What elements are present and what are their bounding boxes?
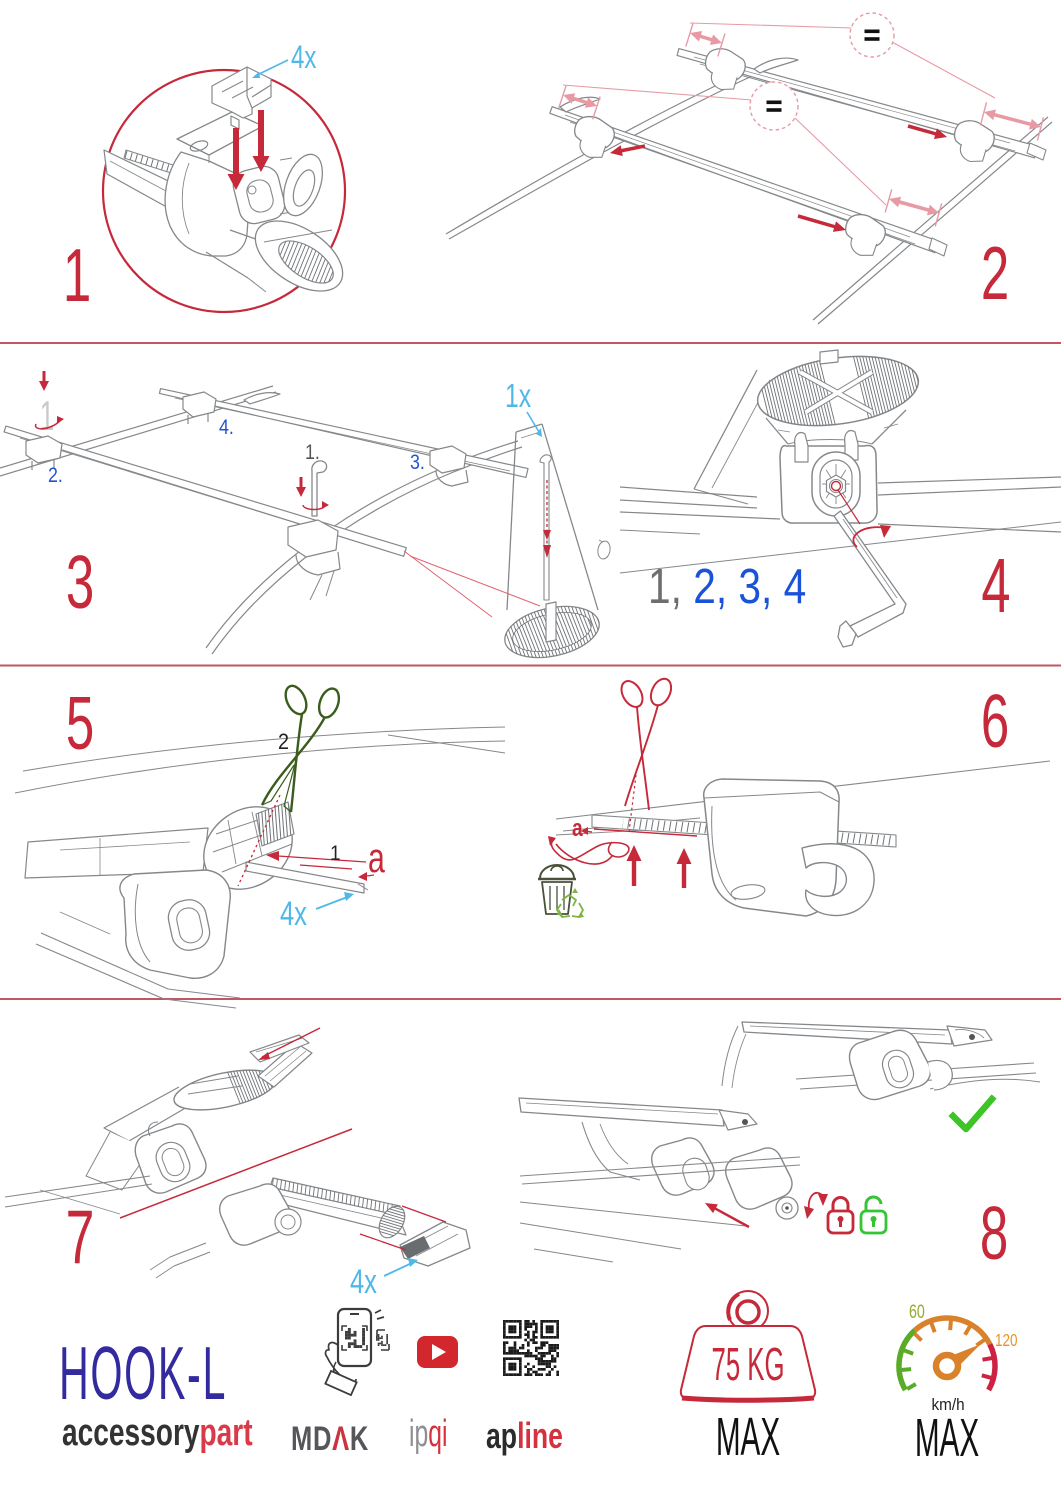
svg-text:apline: apline [486, 1415, 563, 1456]
svg-text:ipqi: ipqi [409, 1412, 447, 1455]
svg-text:5: 5 [66, 681, 94, 765]
svg-text:4.: 4. [219, 416, 234, 440]
svg-text:4x: 4x [291, 39, 316, 75]
svg-text:4x: 4x [350, 1264, 377, 1301]
svg-text:a: a [572, 814, 583, 842]
svg-text:2.: 2. [48, 464, 63, 488]
svg-text:1: 1 [330, 842, 341, 865]
svg-text:75 KG: 75 KG [711, 1338, 784, 1390]
svg-text:1.: 1. [305, 441, 320, 465]
svg-text:MAX: MAX [716, 1408, 780, 1467]
svg-text:8: 8 [980, 1191, 1008, 1275]
svg-text:6: 6 [981, 679, 1009, 763]
svg-text:120: 120 [995, 1331, 1018, 1350]
svg-text:HOOK-L: HOOK-L [59, 1331, 227, 1415]
svg-text:2: 2 [278, 730, 289, 754]
svg-text:3: 3 [66, 540, 94, 624]
svg-text:accessorypart: accessorypart [62, 1412, 253, 1454]
svg-text:4x: 4x [280, 896, 307, 933]
svg-text:60: 60 [909, 1301, 925, 1322]
svg-text:4: 4 [981, 542, 1010, 629]
svg-text:a: a [368, 834, 385, 881]
svg-text:1: 1 [40, 393, 54, 440]
svg-text:1x: 1x [505, 379, 531, 415]
svg-text:1, 2, 3, 4: 1, 2, 3, 4 [648, 558, 806, 613]
svg-text:MDΛK: MDΛK [291, 1421, 369, 1458]
svg-text:3.: 3. [410, 451, 425, 475]
svg-text:MAX: MAX [915, 1409, 979, 1468]
svg-text:1: 1 [63, 233, 91, 317]
svg-text:km/h: km/h [931, 1395, 964, 1414]
svg-text:7: 7 [66, 1194, 95, 1279]
svg-text:2: 2 [981, 231, 1009, 315]
